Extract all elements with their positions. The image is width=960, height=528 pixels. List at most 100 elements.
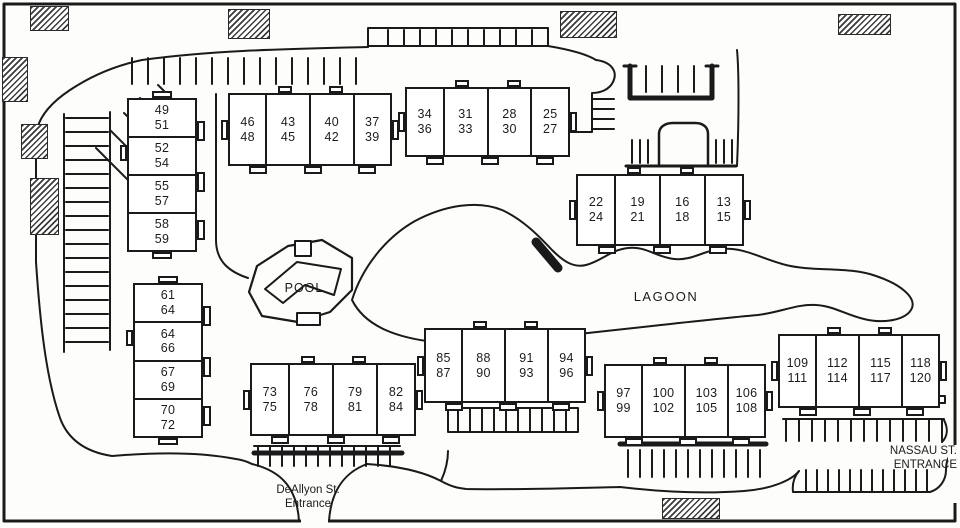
unit-label: 85 87 bbox=[436, 350, 451, 380]
unit-label: 49 51 bbox=[154, 103, 170, 132]
porch bbox=[535, 157, 554, 165]
unit-label: 97 99 bbox=[616, 386, 631, 415]
unit-label: 58 59 bbox=[129, 212, 195, 250]
entry-tab bbox=[597, 391, 604, 411]
unit-label: 100 102 bbox=[640, 366, 684, 436]
unit-label: 61 64 bbox=[160, 288, 176, 318]
hatched-area bbox=[2, 57, 28, 102]
unit-label: 91 93 bbox=[504, 330, 547, 401]
parking-ticks-under-97-108 bbox=[617, 441, 769, 478]
porch bbox=[300, 356, 315, 363]
carport-structure bbox=[591, 63, 738, 168]
entry-tab bbox=[570, 112, 577, 132]
unit-label: 25 27 bbox=[530, 89, 568, 155]
parking-ticks-top-bay bbox=[387, 29, 533, 46]
porch bbox=[203, 306, 211, 327]
unit-label: 118 120 bbox=[901, 336, 938, 406]
hatched-area bbox=[662, 498, 720, 519]
porch bbox=[352, 356, 367, 363]
unit-label: 76 78 bbox=[287, 365, 332, 434]
porch bbox=[426, 157, 445, 165]
entry-tab bbox=[586, 355, 593, 376]
unit-label: 52 54 bbox=[129, 136, 195, 174]
porch bbox=[249, 166, 268, 174]
unit-label: 37 39 bbox=[352, 95, 390, 164]
building-73-84: 73 75 76 78 79 81 82 84 bbox=[243, 356, 423, 444]
porch bbox=[552, 403, 571, 411]
lagoon-bridge bbox=[531, 237, 563, 273]
porch bbox=[120, 145, 127, 161]
porch bbox=[271, 436, 290, 444]
unit-label: 13 15 bbox=[703, 176, 742, 244]
parking-ticks-west-column bbox=[63, 111, 111, 353]
pool-outline bbox=[247, 238, 354, 326]
porch bbox=[678, 438, 697, 446]
entry-tab bbox=[744, 200, 751, 220]
unit-label: 79 81 bbox=[332, 365, 376, 434]
porch bbox=[653, 357, 668, 364]
entry-tab bbox=[417, 355, 424, 376]
entry-tab bbox=[398, 112, 405, 132]
pool-label: POOL bbox=[284, 281, 324, 295]
porch bbox=[197, 220, 205, 240]
building-13-24: 22 24 19 21 16 18 13 15 bbox=[569, 167, 751, 254]
porch bbox=[444, 403, 463, 411]
unit-label: 34 36 bbox=[417, 107, 433, 136]
porch bbox=[906, 408, 925, 416]
parking-ticks-top-row bbox=[131, 57, 357, 85]
building-109-120: 109 111 112 114 115 117 118 120 bbox=[771, 327, 947, 416]
porch bbox=[703, 357, 718, 364]
building-97-108: 97 99 100 102 103 105 106 108 bbox=[597, 357, 773, 446]
porch bbox=[326, 436, 345, 444]
unit-label: 31 33 bbox=[442, 89, 487, 155]
unit-label: 22 24 bbox=[588, 195, 604, 224]
entry-tab bbox=[766, 391, 773, 411]
porch bbox=[481, 157, 500, 165]
porch bbox=[197, 121, 205, 141]
unit-label: 103 105 bbox=[684, 366, 727, 436]
building-37-48: 46 48 43 45 40 42 37 39 bbox=[221, 86, 399, 174]
porch bbox=[381, 436, 400, 444]
porch bbox=[455, 80, 470, 87]
unit-label: 82 84 bbox=[376, 365, 414, 434]
unit-label: 40 42 bbox=[309, 95, 353, 164]
entry-tab bbox=[158, 276, 178, 283]
entry-tab bbox=[158, 438, 178, 445]
unit-label: 94 96 bbox=[547, 330, 584, 401]
deallyon-entrance-label: DeAllyon St. Entrance bbox=[276, 484, 340, 511]
unit-label: 64 66 bbox=[135, 321, 201, 359]
porch bbox=[732, 438, 751, 446]
entrance-gaps bbox=[301, 445, 959, 526]
unit-label: 19 21 bbox=[614, 176, 659, 244]
porch bbox=[679, 167, 694, 174]
lagoon-outline bbox=[351, 203, 914, 345]
porch bbox=[709, 246, 728, 254]
hatched-area bbox=[560, 11, 617, 38]
entry-tab bbox=[416, 389, 423, 410]
porch bbox=[624, 438, 643, 446]
hatched-area bbox=[228, 9, 270, 39]
building-49-59: 49 51 52 54 55 57 58 59 bbox=[120, 91, 205, 259]
porch bbox=[653, 246, 672, 254]
hatched-area bbox=[838, 14, 891, 35]
entry-tab bbox=[152, 252, 172, 259]
unit-label: 55 57 bbox=[129, 174, 195, 212]
parking-ticks-under-73-84 bbox=[251, 445, 405, 467]
porch bbox=[473, 321, 488, 328]
lagoon-label: LAGOON bbox=[633, 289, 699, 304]
hatched-area bbox=[30, 6, 69, 31]
parking-ticks-under-85-96 bbox=[447, 407, 579, 433]
porch bbox=[197, 172, 205, 192]
porch bbox=[278, 86, 292, 93]
hatched-area bbox=[30, 178, 59, 235]
porch bbox=[597, 246, 616, 254]
unit-label: 112 114 bbox=[814, 336, 858, 406]
unit-label: 88 90 bbox=[460, 330, 504, 401]
porch bbox=[203, 405, 211, 426]
porch bbox=[827, 327, 842, 334]
hatched-area bbox=[21, 124, 48, 159]
porch bbox=[852, 408, 871, 416]
